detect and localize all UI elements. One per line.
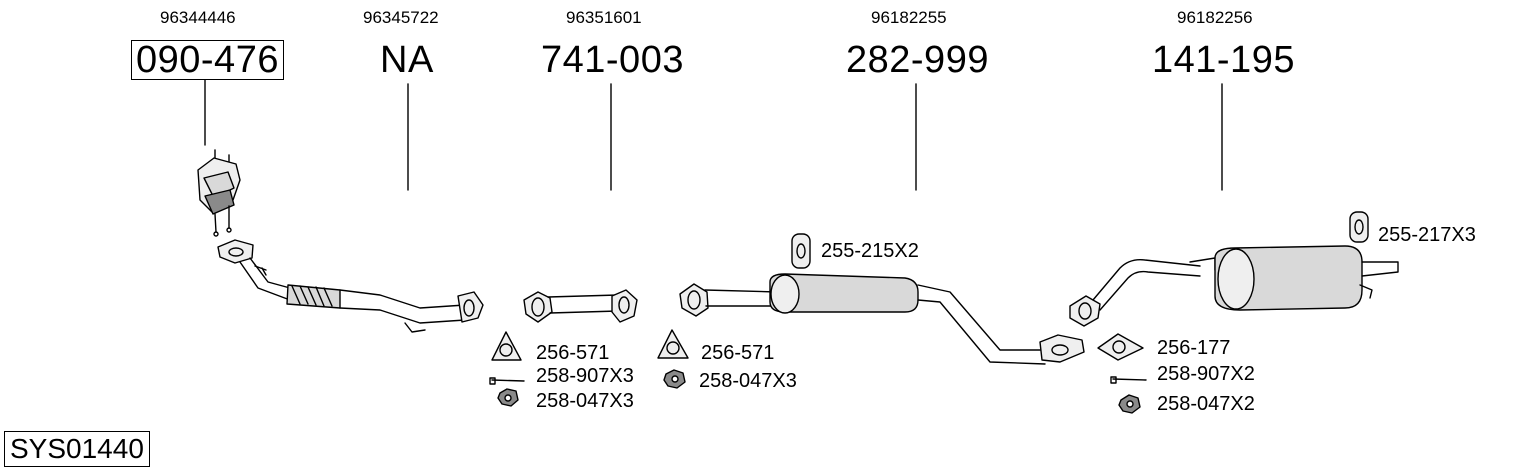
gasket-256-177-icon bbox=[1097, 333, 1144, 361]
fitting-label-seg4-gasket[interactable]: 256-571 bbox=[701, 342, 775, 364]
nut-258-047-a-icon bbox=[497, 388, 519, 407]
catalytic-converter-drawing bbox=[197, 149, 241, 237]
part-number-3[interactable]: 741-003 bbox=[541, 39, 684, 81]
part-number-4[interactable]: 282-999 bbox=[846, 39, 989, 81]
rear-muffler-drawing bbox=[1069, 245, 1399, 327]
gasket-256-571-b-icon bbox=[657, 329, 689, 359]
part-ref-1: 96344446 bbox=[160, 8, 236, 27]
nut-258-047-c-icon bbox=[1118, 394, 1141, 414]
hanger-255-217-icon bbox=[1349, 211, 1369, 243]
fitting-label-seg3-nut[interactable]: 258-047X3 bbox=[536, 390, 634, 412]
fitting-label-seg3-gasket[interactable]: 256-571 bbox=[536, 342, 610, 364]
fitting-label-rear-nut[interactable]: 258-047X2 bbox=[1157, 393, 1255, 415]
fitting-label-rear-gasket[interactable]: 256-177 bbox=[1157, 337, 1231, 359]
part-number-5[interactable]: 141-195 bbox=[1152, 39, 1295, 81]
part-ref-3: 96351601 bbox=[566, 8, 642, 27]
center-muffler-drawing bbox=[679, 273, 1085, 365]
part-ref-5: 96182256 bbox=[1177, 8, 1253, 27]
bolt-258-907-b-icon bbox=[1110, 376, 1147, 384]
part-ref-2: 96345722 bbox=[363, 8, 439, 27]
part-ref-4: 96182255 bbox=[871, 8, 947, 27]
system-code-box: SYS01440 bbox=[4, 431, 150, 467]
gasket-256-571-a-icon bbox=[491, 331, 522, 361]
intermediate-pipe-drawing bbox=[523, 289, 638, 323]
fitting-label-seg4-nut[interactable]: 258-047X3 bbox=[699, 370, 797, 392]
fitting-label-hanger-rear[interactable]: 255-217X3 bbox=[1378, 224, 1476, 246]
hanger-255-215-icon bbox=[791, 233, 811, 269]
part-number-1[interactable]: 090-476 bbox=[131, 40, 284, 80]
part-number-2[interactable]: NA bbox=[380, 39, 434, 81]
fitting-label-hanger-mid[interactable]: 255-215X2 bbox=[821, 240, 919, 262]
fitting-label-rear-bolt[interactable]: 258-907X2 bbox=[1157, 363, 1255, 385]
fitting-label-seg3-bolt[interactable]: 258-907X3 bbox=[536, 365, 634, 387]
bolt-258-907-a-icon bbox=[489, 377, 525, 385]
front-pipe-drawing bbox=[217, 239, 484, 333]
nut-258-047-b-icon bbox=[663, 369, 686, 389]
